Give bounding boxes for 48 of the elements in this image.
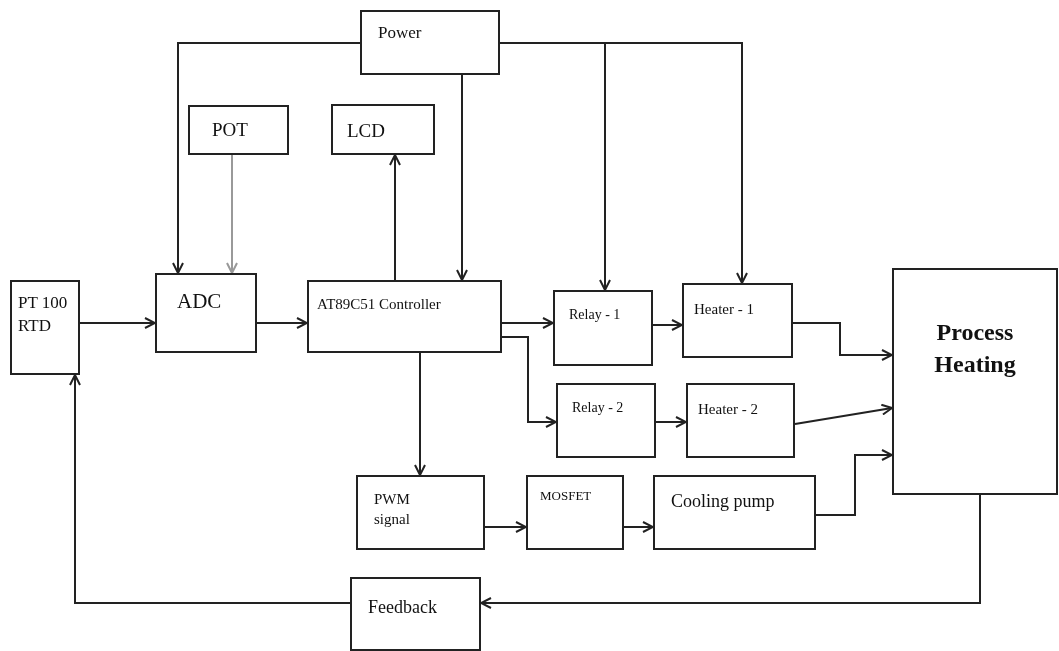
block-box bbox=[526, 475, 624, 550]
block-box bbox=[892, 268, 1058, 495]
block-label: MOSFET bbox=[540, 487, 592, 505]
arrow bbox=[456, 74, 468, 281]
arrow bbox=[480, 494, 981, 609]
block-label: POT bbox=[212, 118, 248, 142]
block-label: Power bbox=[378, 22, 422, 44]
arrow bbox=[389, 154, 401, 281]
block-box bbox=[553, 290, 653, 366]
arrow bbox=[226, 154, 238, 274]
block-box bbox=[556, 383, 656, 458]
block-label: Cooling pump bbox=[671, 490, 775, 513]
block-box bbox=[360, 10, 500, 75]
arrow bbox=[484, 521, 527, 533]
block-label: LCD bbox=[347, 119, 385, 143]
arrow bbox=[652, 319, 683, 331]
block-label: PWM signal bbox=[374, 490, 411, 530]
arrow bbox=[655, 416, 687, 428]
block-label: Relay - 2 bbox=[572, 399, 624, 417]
block-label: Heater - 1 bbox=[694, 300, 754, 319]
arrow bbox=[501, 317, 554, 329]
block-box bbox=[356, 475, 485, 550]
block-label: Process Heating bbox=[933, 318, 1017, 380]
block-box bbox=[653, 475, 816, 550]
block-label: Heater - 2 bbox=[698, 400, 758, 419]
block-box bbox=[155, 273, 257, 353]
arrow bbox=[256, 317, 308, 329]
block-box bbox=[188, 105, 289, 155]
block-box bbox=[331, 104, 435, 155]
block-box bbox=[682, 283, 793, 358]
arrow bbox=[501, 336, 557, 428]
arrow bbox=[414, 352, 426, 476]
arrow bbox=[623, 521, 654, 533]
block-label: ADC bbox=[177, 288, 222, 315]
block-label: Feedback bbox=[368, 596, 437, 619]
block-label: Relay - 1 bbox=[569, 306, 621, 324]
arrow bbox=[815, 449, 893, 516]
block-box bbox=[350, 577, 481, 651]
arrow bbox=[172, 42, 361, 274]
block-box bbox=[686, 383, 795, 458]
block-box bbox=[10, 280, 80, 375]
arrow bbox=[794, 403, 893, 425]
arrow bbox=[792, 322, 893, 361]
arrow bbox=[79, 317, 156, 329]
block-label: AT89C51 Controller bbox=[317, 295, 441, 314]
block-label: PT 100 RTD bbox=[18, 292, 69, 337]
arrow bbox=[69, 374, 351, 604]
block-box bbox=[307, 280, 502, 353]
